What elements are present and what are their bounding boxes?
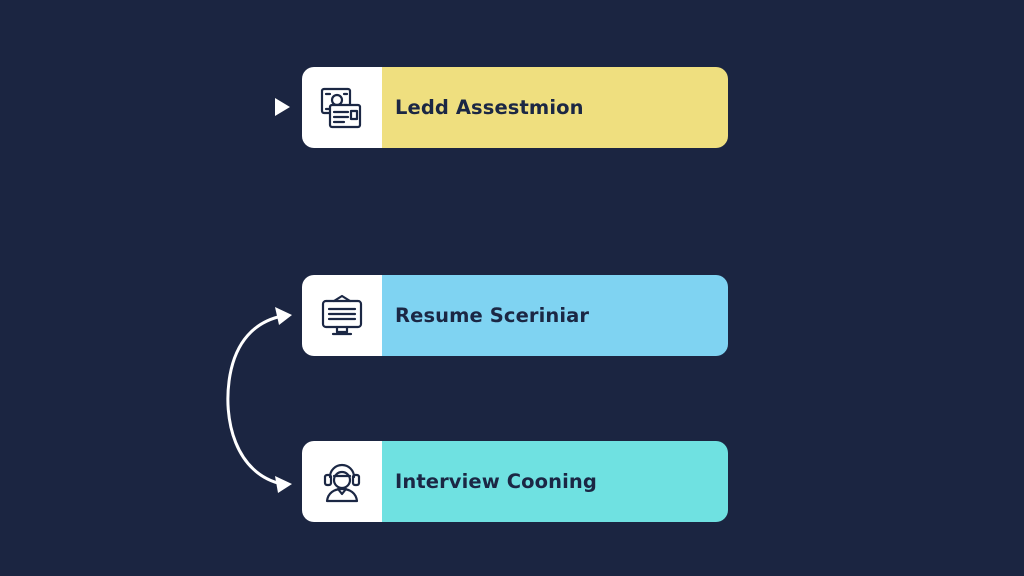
step-label: Resume Sceriniar xyxy=(395,304,590,327)
document-icon xyxy=(320,87,362,128)
monitor-icon xyxy=(321,294,363,335)
step-resume-screening: Resume Sceriniar xyxy=(302,275,728,356)
step-icon-box xyxy=(302,67,382,148)
step-lead-assessment: Ledd Assestmion xyxy=(302,67,728,148)
step-label-box: Resume Sceriniar xyxy=(382,275,728,356)
step-label-box: Ledd Assestmion xyxy=(382,67,728,148)
step-label: Ledd Assestmion xyxy=(395,96,584,119)
step-icon-box xyxy=(302,441,382,522)
step-icon-box xyxy=(302,275,382,356)
headset-person-icon xyxy=(323,463,361,502)
step-interview-coaching: Interview Cooning xyxy=(302,441,728,522)
step-label: Interview Cooning xyxy=(395,470,597,493)
step-label-box: Interview Cooning xyxy=(382,441,728,522)
